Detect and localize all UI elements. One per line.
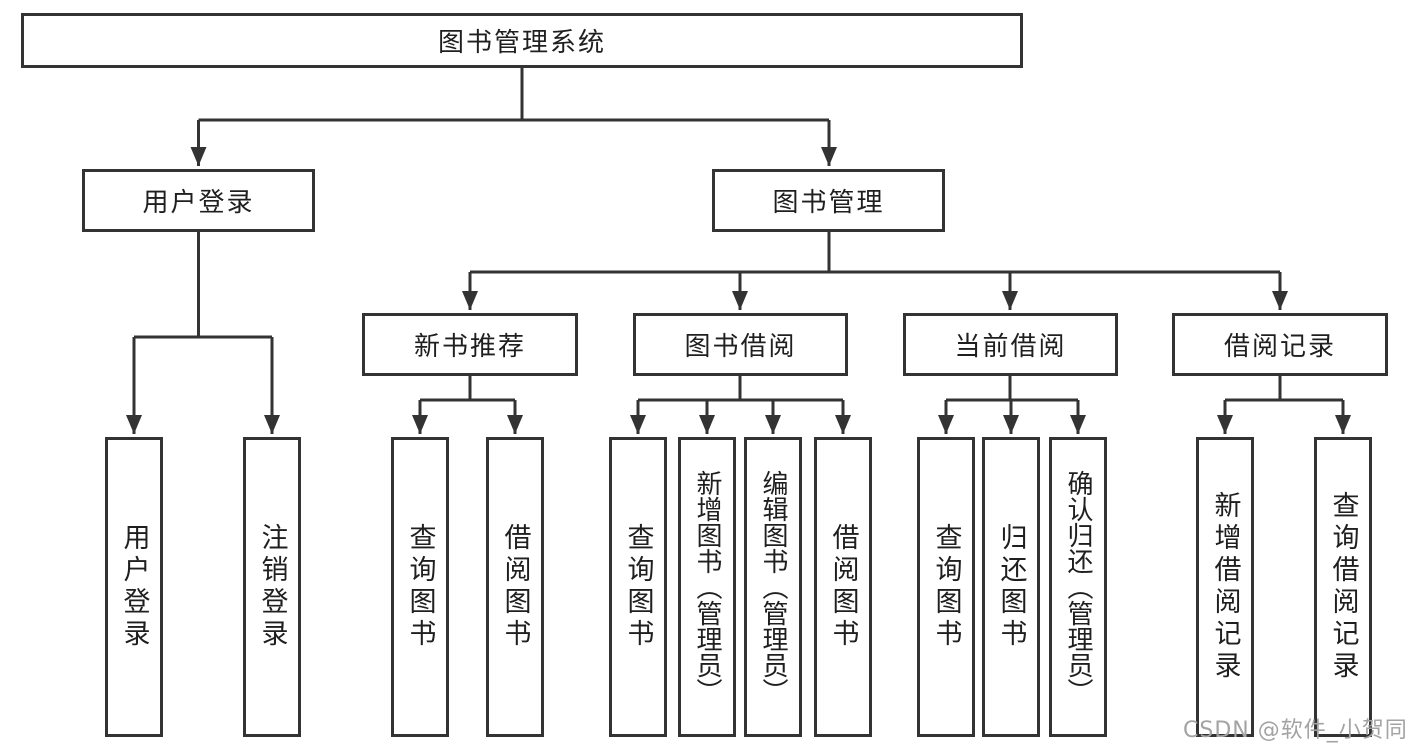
connector-borrow-children (630, 376, 851, 434)
node-book-borrow: 图书借阅 (633, 313, 848, 376)
node-label: 用户登录 (142, 188, 255, 218)
node-label: 图书借阅 (684, 332, 797, 362)
node-label: 查询图书 (930, 523, 962, 651)
connector-current-children (938, 376, 1086, 434)
node-label: 确认归还（管理员） (1063, 470, 1093, 704)
node-label: 当前借阅 (954, 332, 1067, 362)
leaf-user-login: 用户登录 (105, 437, 163, 737)
node-label: 用户登录 (118, 523, 150, 651)
node-label: 借阅图书 (827, 523, 859, 651)
csdn-watermark: CSDN @软件_小贺同学 (1183, 718, 1405, 743)
leaf-borrow-books: 借阅图书 (814, 437, 872, 737)
node-label: 注销登录 (256, 523, 288, 651)
leaf-borrow-books-recommend: 借阅图书 (486, 437, 544, 737)
connector-recommend-children (412, 376, 523, 434)
node-new-book-recommend: 新书推荐 (362, 313, 578, 376)
node-book-management: 图书管理 (712, 169, 945, 232)
node-label: 归还图书 (995, 523, 1027, 651)
node-label: 新增借阅记录 (1209, 491, 1241, 683)
node-label: 查询借阅记录 (1327, 491, 1359, 683)
node-borrow-records: 借阅记录 (1172, 313, 1388, 376)
leaf-logout: 注销登录 (243, 437, 301, 737)
leaf-query-books-current: 查询图书 (917, 437, 975, 737)
node-label: 编辑图书（管理员） (758, 470, 788, 704)
node-label: 图书管理系统 (437, 28, 606, 58)
node-current-borrow: 当前借阅 (903, 313, 1118, 376)
leaf-query-borrow-record: 查询借阅记录 (1314, 437, 1372, 737)
node-library-system: 图书管理系统 (21, 13, 1023, 68)
node-label: 图书管理 (772, 188, 885, 218)
node-label: 查询图书 (404, 523, 436, 651)
connector-book-mgmt-sections (462, 232, 1288, 310)
leaf-add-borrow-record: 新增借阅记录 (1196, 437, 1254, 737)
node-label: 借阅记录 (1223, 332, 1336, 362)
node-label: 新增图书（管理员） (692, 470, 722, 704)
leaf-return-book: 归还图书 (982, 437, 1040, 737)
leaf-add-book-admin: 新增图书（管理员） (678, 437, 736, 737)
node-label: 查询图书 (622, 523, 654, 651)
leaf-confirm-return-admin: 确认归还（管理员） (1049, 437, 1107, 737)
node-user-login: 用户登录 (82, 169, 315, 232)
leaf-query-books-recommend: 查询图书 (391, 437, 449, 737)
node-label: 新书推荐 (413, 332, 526, 362)
connector-records-children (1217, 376, 1351, 434)
leaf-query-books-borrow: 查询图书 (609, 437, 667, 737)
connector-user-login-children (126, 232, 280, 434)
node-label: 借阅图书 (499, 523, 531, 651)
leaf-edit-book-admin: 编辑图书（管理员） (744, 437, 802, 737)
connector-root-to-level2 (190, 68, 837, 166)
